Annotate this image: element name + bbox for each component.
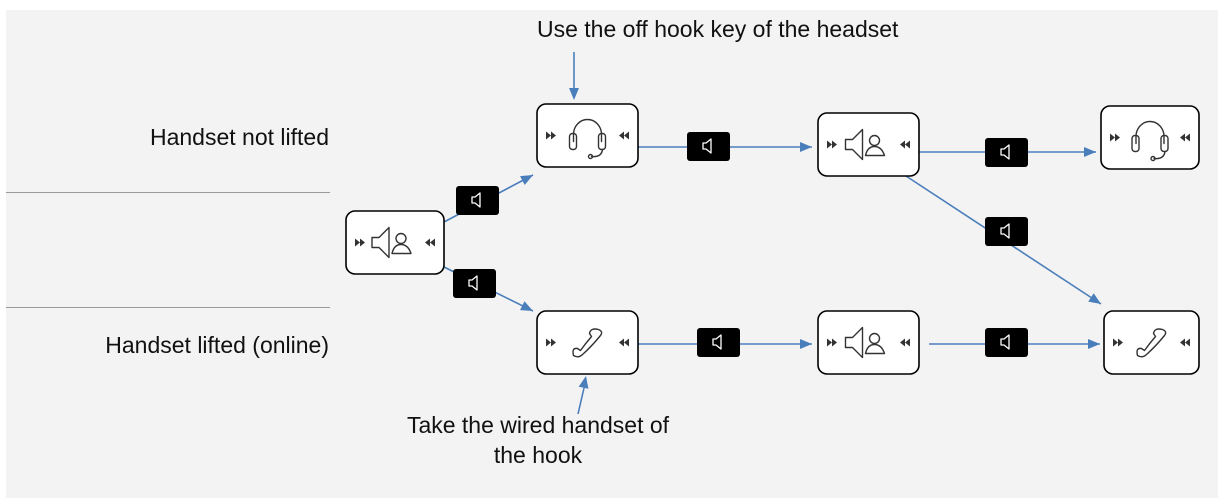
annotation-arrowhead	[578, 376, 589, 389]
transition-arrowhead	[800, 142, 812, 152]
speaker-glyph	[371, 226, 390, 259]
annotation-arrow-line	[577, 387, 585, 415]
speaker-key-glyph	[702, 138, 712, 154]
chevron-left-icon	[425, 238, 435, 247]
speaker-key-glyph	[1000, 144, 1010, 160]
contact-body	[864, 343, 886, 355]
phone-state-handset	[536, 310, 639, 375]
chevron-left-icon	[619, 131, 629, 140]
phone-state-handset	[1103, 310, 1200, 375]
diagram-panel	[6, 10, 1218, 498]
speaker-key-box	[697, 328, 740, 357]
speaker-glyph	[844, 128, 864, 161]
contact-body	[864, 145, 886, 157]
phone-state-box	[817, 310, 920, 375]
transition-arrowhead	[1088, 339, 1100, 349]
speaker-contact-icon	[844, 128, 886, 161]
phone-state-headset	[536, 103, 639, 168]
speaker-key-icon	[687, 132, 730, 161]
chevron-left-icon	[1180, 133, 1190, 142]
chevron-right-icon	[546, 338, 556, 347]
annotation-wired-handset: Take the wired handset of the hook	[0, 410, 1076, 470]
chevron-right-icon	[827, 140, 837, 149]
phone-state-box	[1100, 105, 1200, 170]
phone-state-box	[536, 310, 639, 375]
transition-arrowhead	[1088, 293, 1101, 304]
speaker-key-glyph	[1000, 334, 1010, 350]
row-divider-bottom	[6, 307, 330, 308]
transition-arrowhead	[520, 175, 533, 186]
speaker-key-icon	[985, 138, 1028, 167]
speaker-key-box	[985, 217, 1028, 246]
phone-state-headset	[1100, 105, 1200, 170]
speaker-contact-icon	[371, 226, 412, 259]
chevron-right-icon	[1113, 338, 1123, 347]
transition-arrowhead	[800, 339, 812, 349]
chevron-left-icon	[619, 338, 629, 347]
speaker-glyph	[844, 326, 864, 359]
chevron-right-icon	[827, 338, 837, 347]
chevron-right-icon	[355, 238, 365, 247]
headset-icon	[1131, 120, 1169, 162]
contact-head	[395, 232, 407, 245]
speaker-key-glyph	[712, 334, 722, 350]
speaker-key-box	[985, 138, 1028, 167]
row-label-handset-not-lifted: Handset not lifted	[149, 124, 329, 150]
speaker-key-icon	[985, 328, 1028, 357]
row-divider-top	[6, 192, 330, 193]
speaker-key-icon	[456, 186, 499, 215]
annotation-headset-key: Use the off hook key of the headset	[537, 16, 899, 42]
speaker-key-box	[456, 186, 499, 215]
chevron-right-icon	[546, 131, 556, 140]
handset-glyph	[1136, 328, 1167, 358]
contact-body	[391, 243, 412, 255]
chevron-left-icon	[900, 140, 910, 149]
contact-head	[868, 134, 881, 147]
phone-state-speaker-contact	[345, 210, 445, 275]
speaker-key-icon	[985, 217, 1028, 246]
phone-state-box	[536, 103, 639, 168]
phone-state-box	[817, 112, 920, 177]
headset-band	[1135, 120, 1165, 145]
headset-mic-tip	[1150, 155, 1156, 162]
speaker-key-box	[453, 269, 496, 298]
chevron-left-icon	[900, 338, 910, 347]
speaker-key-glyph	[1000, 223, 1010, 239]
phone-state-speaker-contact	[817, 310, 920, 375]
headset-ear-left	[1131, 134, 1140, 153]
phone-state-box	[1103, 310, 1200, 375]
annotation-arrowhead	[569, 88, 579, 100]
handset-glyph	[572, 328, 603, 358]
transition-arrowhead	[520, 301, 533, 311]
speaker-key-glyph	[468, 275, 478, 291]
speaker-key-icon	[697, 328, 740, 357]
chevron-right-icon	[1110, 133, 1120, 142]
speaker-key-icon	[453, 269, 496, 298]
chevron-left-icon	[1180, 338, 1190, 347]
headset-icon	[568, 118, 607, 160]
speaker-contact-icon	[844, 326, 886, 359]
handset-icon	[1136, 328, 1167, 358]
annotation-wired-handset-line1: Take the wired handset of	[406, 412, 670, 438]
annotation-arrow-bottom	[577, 387, 585, 415]
row-label-handset-lifted: Handset lifted (online)	[105, 332, 329, 358]
headset-ear-left	[568, 132, 578, 151]
contact-head	[868, 332, 881, 345]
phone-state-box	[345, 210, 445, 275]
phone-state-speaker-contact	[817, 112, 920, 177]
handset-icon	[572, 328, 603, 358]
headset-band	[572, 118, 603, 143]
transition-arrowhead	[1084, 147, 1096, 157]
speaker-key-box	[985, 328, 1028, 357]
annotation-wired-handset-line2: the hook	[493, 442, 583, 468]
speaker-key-glyph	[471, 192, 481, 208]
headset-mic-tip	[587, 153, 594, 160]
speaker-key-box	[687, 132, 730, 161]
